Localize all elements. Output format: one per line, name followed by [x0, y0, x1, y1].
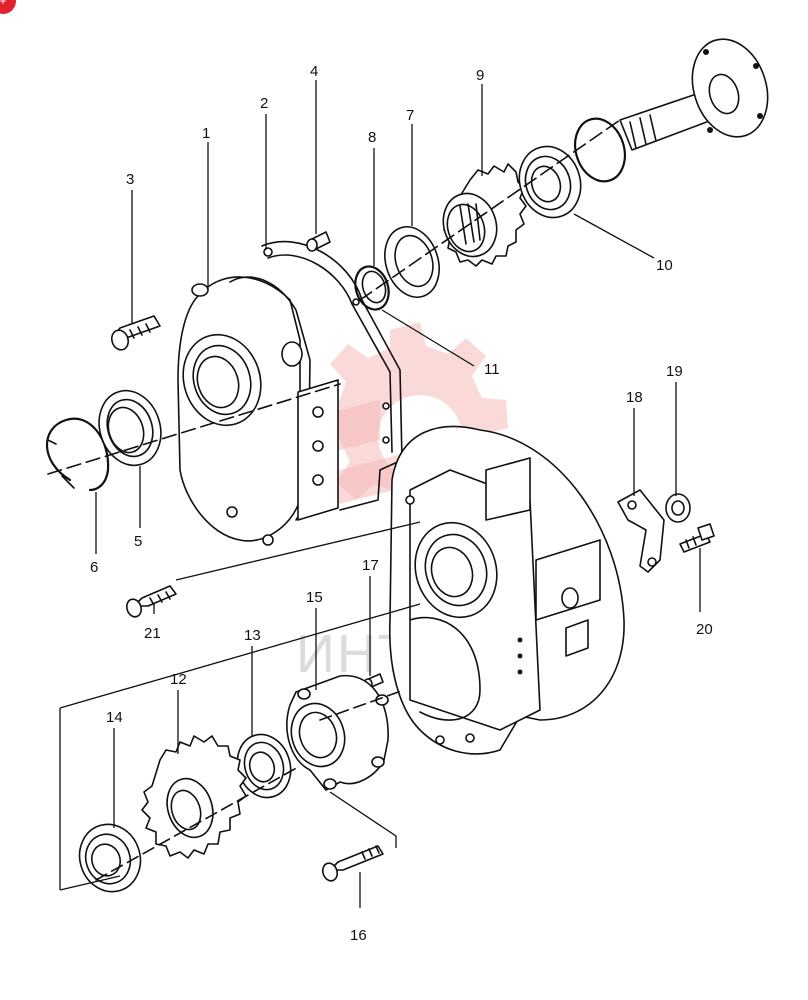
part-20-bolt	[679, 523, 715, 553]
label-part-8: 8	[368, 129, 376, 146]
label-part-4: 4	[310, 63, 318, 80]
part-2-gasket	[261, 240, 403, 511]
main-transmission-housing	[388, 425, 625, 755]
label-part-18: 18	[626, 389, 643, 406]
part-1-cover-housing	[177, 276, 339, 546]
part-13-bearing	[236, 733, 292, 799]
part-4-dowel-pin	[306, 231, 331, 252]
part-6-snap-ring	[45, 417, 110, 492]
label-part-1: 1	[202, 125, 210, 142]
label-part-16: 16	[350, 927, 367, 944]
label-part-15: 15	[306, 589, 323, 606]
label-part-10: 10	[656, 257, 673, 274]
part-16-bolt	[321, 845, 384, 882]
label-part-2: 2	[260, 95, 268, 112]
leader-lines	[95, 80, 701, 908]
output-shaft	[619, 38, 769, 151]
label-part-13: 13	[244, 627, 261, 644]
part-14-bearing	[78, 823, 142, 893]
label-part-21: 21	[144, 625, 161, 642]
part-7-thrust-washer	[384, 226, 440, 298]
label-part-9: 9	[476, 67, 484, 84]
part-21-bolt	[125, 585, 177, 618]
part-12-gear	[141, 735, 247, 859]
label-part-14: 14	[106, 709, 123, 726]
label-part-11: 11	[484, 361, 500, 378]
part-5-seal	[98, 389, 162, 467]
label-part-6: 6	[90, 559, 98, 576]
part-10-bearing	[518, 145, 582, 219]
label-part-12: 12	[170, 671, 187, 688]
part-3-bolt	[110, 315, 161, 351]
part-labels: 1 2 3 4 5 6 7 8 9 10 11 12 13 14 15 16 1…	[90, 63, 713, 944]
part-11-snap-ring	[574, 117, 626, 183]
part-19-washer	[665, 493, 691, 523]
label-part-17: 17	[362, 557, 379, 574]
label-part-20: 20	[696, 621, 713, 638]
part-15-bearing-retainer	[286, 674, 389, 791]
label-part-5: 5	[134, 533, 142, 550]
label-part-7: 7	[406, 107, 414, 124]
part-18-bracket	[617, 489, 665, 573]
label-part-19: 19	[666, 363, 683, 380]
part-9-gear	[442, 163, 527, 267]
label-part-3: 3	[126, 171, 134, 188]
